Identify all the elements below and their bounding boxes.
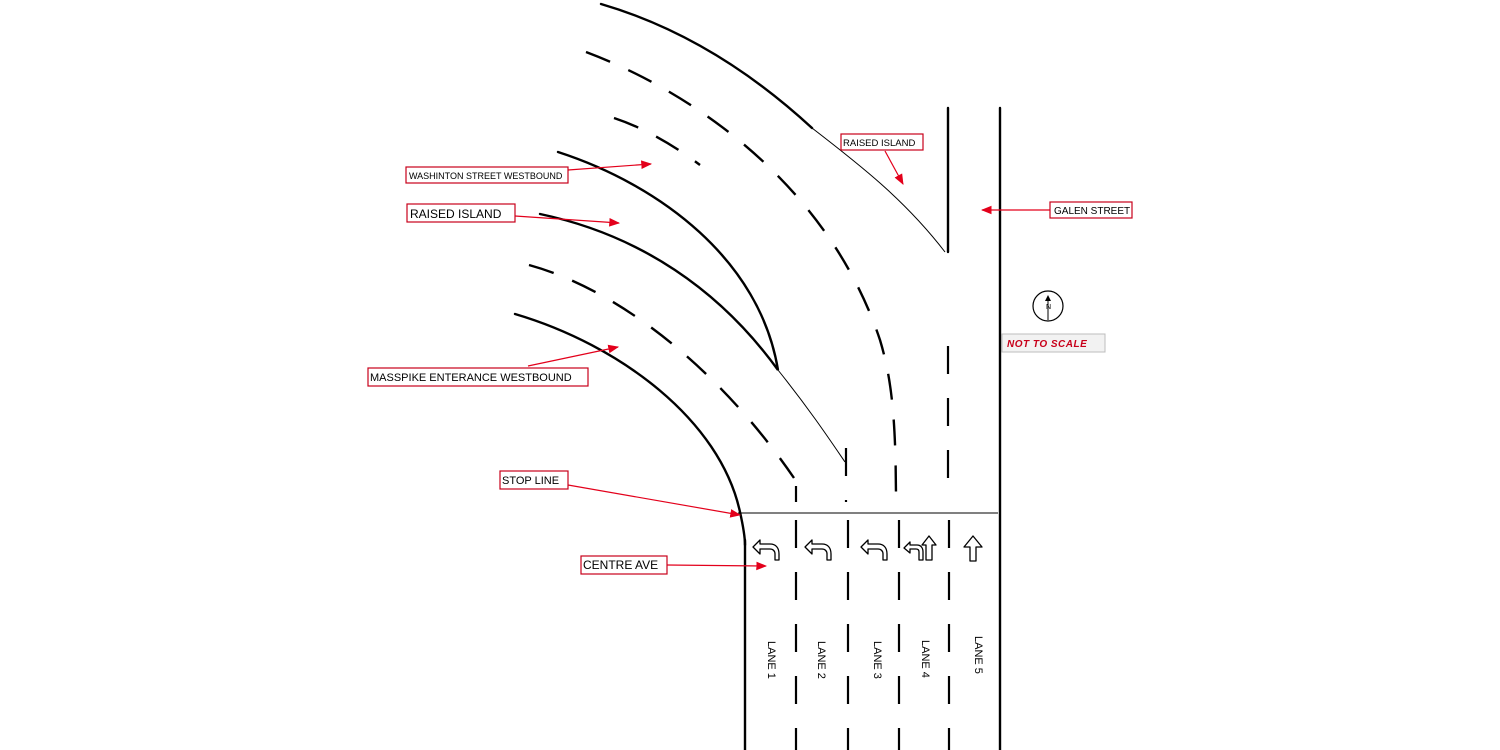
lane-label: LANE 4 <box>919 640 931 678</box>
leader-stop-line <box>567 484 742 518</box>
lane-labels: LANE 1 LANE 2 LANE 3 LANE 4 LANE 5 <box>765 636 984 679</box>
roadway-linework <box>513 2 1002 750</box>
leader-masspike <box>527 344 620 367</box>
lane-arrows <box>752 535 983 562</box>
centre-ave-curb-curve <box>513 312 747 547</box>
stop-line-label: STOP LINE <box>499 470 569 490</box>
leader-raised-island-top <box>884 150 904 185</box>
washington-lane-line-2 <box>613 116 701 166</box>
svg-text:STOP LINE: STOP LINE <box>502 475 559 487</box>
washington-lane-line-1 <box>585 50 898 506</box>
centre-ave-label: CENTRE AVE <box>580 555 668 575</box>
annotation-labels: WASHINTON STREET WESTBOUND RAISED ISLAND… <box>367 133 1133 575</box>
lane-label: LANE 3 <box>871 641 883 679</box>
washington-street-outer-edge <box>599 2 814 130</box>
svg-text:N: N <box>1046 304 1051 311</box>
masspike-lane-line <box>528 263 795 479</box>
leader-washington <box>567 160 653 171</box>
masspike-entrance-label: MASSPIKE ENTERANCE WESTBOUND <box>367 367 589 387</box>
raised-island-shape <box>538 150 780 371</box>
svg-text:GALEN STREET: GALEN STREET <box>1054 206 1130 217</box>
through-arrow-icon <box>963 535 983 562</box>
annotation-leaders <box>514 150 1050 571</box>
not-to-scale-badge: NOT TO SCALE <box>1001 333 1106 353</box>
left-and-through-arrow-icon <box>903 535 937 561</box>
raised-island-tail <box>777 369 846 463</box>
left-turn-arrow-icon <box>860 539 888 561</box>
svg-text:NOT TO SCALE: NOT TO SCALE <box>1007 339 1087 350</box>
svg-text:WASHINTON STREET WESTBOUND: WASHINTON STREET WESTBOUND <box>409 171 563 181</box>
lane-label: LANE 2 <box>815 641 827 679</box>
svg-text:MASSPIKE ENTERANCE WESTBOUND: MASSPIKE ENTERANCE WESTBOUND <box>370 372 572 384</box>
svg-text:CENTRE AVE: CENTRE AVE <box>583 558 658 572</box>
svg-text:RAISED ISLAND: RAISED ISLAND <box>843 138 915 149</box>
galen-street-label: GALEN STREET <box>1049 201 1133 219</box>
leader-raised-island-left <box>514 215 621 227</box>
svg-text:RAISED ISLAND: RAISED ISLAND <box>410 207 502 221</box>
left-turn-arrow-icon <box>804 539 832 561</box>
raised-island-left-label: RAISED ISLAND <box>406 203 516 223</box>
raised-island-top-label: RAISED ISLAND <box>840 133 924 151</box>
raised-island-top-edge <box>811 127 946 253</box>
leader-centre-ave <box>666 561 768 571</box>
lane-label: LANE 5 <box>972 636 984 674</box>
lane-label: LANE 1 <box>765 641 777 679</box>
washington-street-label: WASHINTON STREET WESTBOUND <box>405 166 569 184</box>
left-turn-arrow-icon <box>752 539 780 561</box>
north-arrow-icon: N <box>1032 290 1064 322</box>
